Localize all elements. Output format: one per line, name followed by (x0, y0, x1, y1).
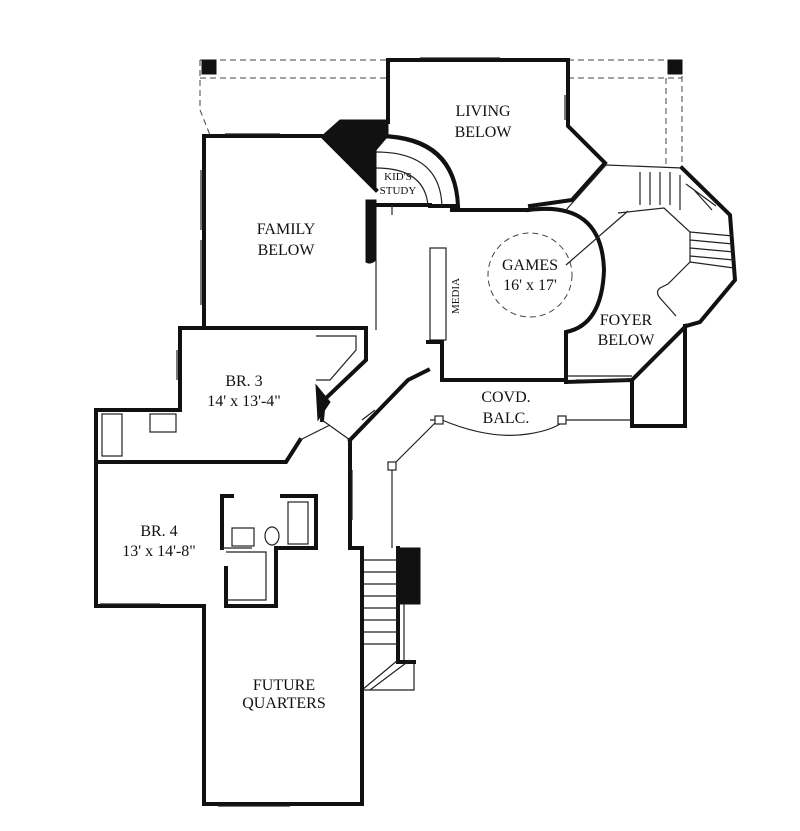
living-label-2: BELOW (455, 124, 513, 141)
kids-study-label-1: KID'S (384, 171, 412, 183)
bedroom-4 (94, 460, 364, 807)
roof-outline (199, 59, 683, 168)
kids-study-label-2: STUDY (380, 185, 417, 197)
living-room (386, 57, 608, 209)
games-label-2: 16' x 17' (503, 277, 557, 294)
foyer-label-2: BELOW (598, 332, 656, 349)
balcony-label-1: COVD. (481, 389, 530, 406)
foyer-label-1: FOYER (600, 312, 653, 329)
br3-label-1: BR. 3 (225, 373, 262, 390)
games-room (375, 205, 607, 384)
balcony-label-2: BALC. (483, 410, 530, 427)
family-room (200, 119, 389, 330)
hall (347, 367, 431, 691)
br4-label-1: BR. 4 (140, 523, 177, 540)
foyer-area (563, 164, 738, 428)
br4-label-2: 13' x 14'-8" (122, 543, 196, 560)
family-label-1: FAMILY (257, 221, 316, 238)
future-quarters-label-2: QUARTERS (242, 695, 326, 712)
living-label-1: LIVING (455, 103, 511, 120)
kids-study (373, 133, 461, 208)
bedroom-3 (94, 326, 368, 464)
future-quarters-label-1: FUTURE (253, 677, 315, 694)
br3-label-2: 14' x 13'-4" (207, 393, 281, 410)
media-label: MEDIA (450, 278, 462, 314)
games-label-1: GAMES (502, 257, 558, 274)
covered-balcony (387, 375, 632, 548)
family-label-2: BELOW (258, 242, 316, 259)
